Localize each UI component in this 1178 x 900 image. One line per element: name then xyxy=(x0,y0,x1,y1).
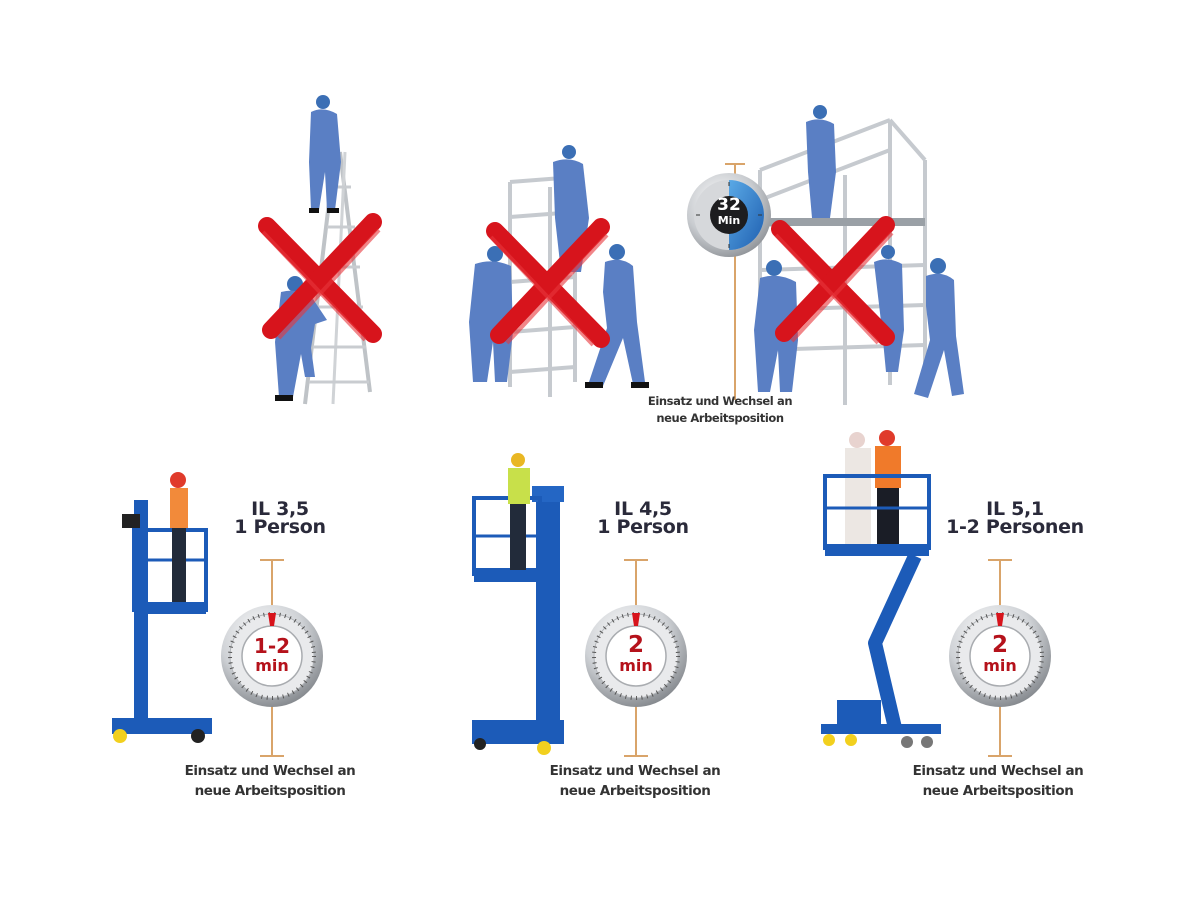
large-scaffold-illustration xyxy=(754,105,964,405)
timer-32-min: 32 Min xyxy=(686,172,772,258)
small-scaffold-scenario xyxy=(465,142,665,402)
lift-3-capacity: 1-2 Personen xyxy=(946,516,1084,539)
stopwatch-icon xyxy=(585,605,687,707)
red-cross-icon xyxy=(486,218,610,348)
lift-3-timer-group: 2 min xyxy=(940,558,1060,758)
lift-3-caption: Einsatz und Wechsel an neue Arbeitsposit… xyxy=(912,763,1084,799)
timer-value: 2 xyxy=(627,632,644,658)
lift-il-4-5-illustration xyxy=(466,452,576,757)
red-cross-icon xyxy=(258,213,382,343)
small-scaffold-illustration xyxy=(469,145,649,397)
lift-1-model: IL 3,5 xyxy=(251,498,309,520)
timer-unit: min xyxy=(255,656,289,675)
stopwatch: 2 min xyxy=(948,604,1052,708)
lift-1-heading: IL 3,5 1 Person xyxy=(205,498,355,539)
timer-value: 1-2 xyxy=(253,634,291,658)
timer-unit: min xyxy=(619,656,653,675)
timer-value: 32 xyxy=(717,195,741,215)
ladder-scenario xyxy=(245,92,395,412)
timer-value: 2 xyxy=(991,632,1008,658)
stopwatch-icon xyxy=(949,605,1051,707)
stopwatch-icon xyxy=(687,173,771,257)
lift-2-caption: Einsatz und Wechsel an neue Arbeitsposit… xyxy=(549,763,721,799)
stopwatch-icon xyxy=(221,605,323,707)
red-cross-icon xyxy=(771,216,895,346)
lift-2-model: IL 4,5 xyxy=(614,498,672,520)
lift-3-heading: IL 5,1 1-2 Personen xyxy=(920,498,1110,539)
top-caption: Einsatz und Wechsel an neue Arbeitsposit… xyxy=(647,394,793,425)
stopwatch: 2 min xyxy=(584,604,688,708)
lift-2-capacity: 1 Person xyxy=(597,516,689,539)
timer-unit: min xyxy=(983,656,1017,675)
lift-il-5-1-illustration xyxy=(815,428,945,758)
lift-2-timer-group: 2 min xyxy=(576,558,696,758)
lift-1-timer-group: 1-2 min xyxy=(212,558,332,758)
lift-3-model: IL 5,1 xyxy=(986,498,1044,520)
large-scaffold-scenario: 32 Min xyxy=(680,100,970,430)
lift-1-capacity: 1 Person xyxy=(234,516,326,539)
lift-il-3-5-illustration xyxy=(108,470,218,750)
timer-unit: Min xyxy=(717,214,741,227)
lift-2-heading: IL 4,5 1 Person xyxy=(568,498,718,539)
lift-1-caption: Einsatz und Wechsel an neue Arbeitsposit… xyxy=(184,763,356,799)
stopwatch: 1-2 min xyxy=(220,604,324,708)
